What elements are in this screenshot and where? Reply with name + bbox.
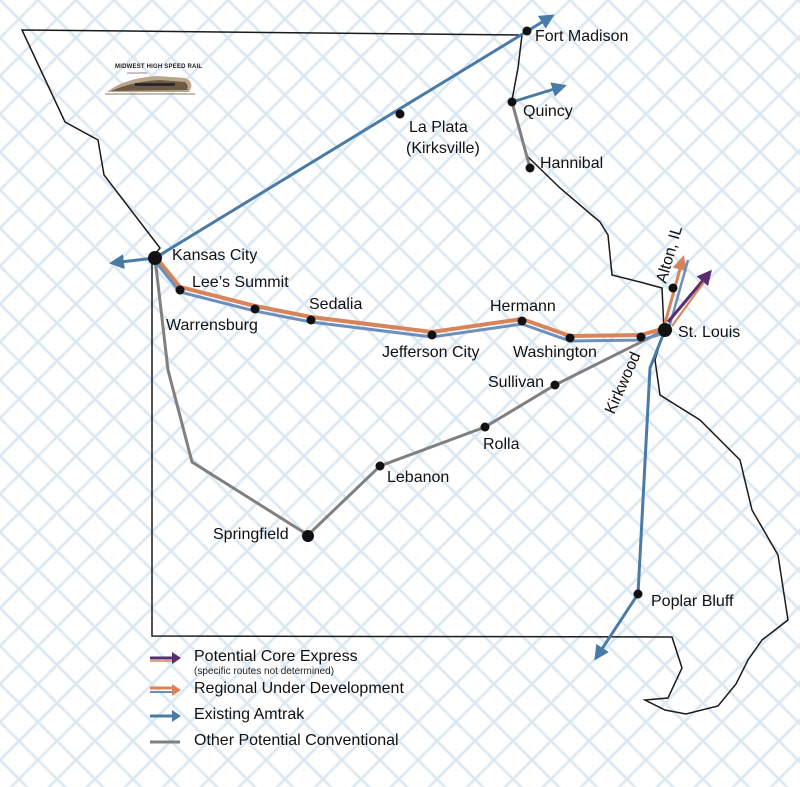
logo-title: MIDWEST HIGH SPEED RAIL bbox=[115, 64, 203, 70]
city-dot-st-louis bbox=[658, 323, 672, 337]
legend-item-core-express: Potential Core Express (specific routes … bbox=[148, 648, 404, 680]
legend-note-core-express: (specific routes not determined) bbox=[194, 666, 335, 677]
core-express-route bbox=[666, 269, 712, 323]
city-dot-washington bbox=[565, 333, 575, 343]
conventional-route-kc-springfield bbox=[153, 257, 309, 537]
amtrak-route-poplar-bluff bbox=[594, 329, 667, 661]
label-washington: Washington bbox=[513, 344, 597, 361]
label-kirksville: (Kirksville) bbox=[406, 140, 480, 157]
missouri-state-border bbox=[20, 29, 789, 715]
city-dot-jefferson-city bbox=[427, 330, 437, 340]
logo-subtitle: ASSOCIATION bbox=[127, 71, 148, 75]
city-dot-sullivan bbox=[550, 380, 560, 390]
label-fort-madison: Fort Madison bbox=[535, 28, 628, 45]
map-legend: Potential Core Express (specific routes … bbox=[148, 648, 404, 758]
city-dot-lees-summit bbox=[175, 285, 185, 295]
legend-item-regional: Regional Under Development bbox=[148, 680, 404, 706]
amtrak-route-kc-west bbox=[109, 254, 156, 270]
label-alton: Alton, IL bbox=[654, 224, 687, 285]
city-dot-fort-madison bbox=[522, 26, 532, 36]
city-dot-hannibal bbox=[525, 163, 535, 173]
orange-arrow-icon bbox=[150, 684, 181, 696]
label-hannibal: Hannibal bbox=[540, 155, 603, 172]
label-springfield: Springfield bbox=[213, 526, 289, 543]
city-dot-hermann bbox=[517, 316, 527, 326]
legend-label-core-express: Potential Core Express bbox=[194, 648, 358, 665]
city-dot-lebanon bbox=[375, 461, 385, 471]
label-sullivan: Sullivan bbox=[488, 374, 544, 391]
city-dot-rolla bbox=[480, 422, 490, 432]
label-quincy: Quincy bbox=[523, 103, 573, 120]
legend-label-amtrak: Existing Amtrak bbox=[194, 706, 305, 723]
label-st-louis: St. Louis bbox=[678, 324, 740, 341]
amtrak-route-fort-madison bbox=[154, 14, 555, 260]
label-sedalia: Sedalia bbox=[309, 296, 362, 313]
city-dot-sedalia bbox=[306, 315, 316, 325]
label-warrensburg: Warrensburg bbox=[166, 317, 258, 334]
purple-arrow-icon bbox=[150, 652, 181, 664]
label-jefferson-city: Jefferson City bbox=[382, 344, 480, 361]
legend-label-regional: Regional Under Development bbox=[194, 680, 404, 697]
city-dot-poplar-bluff bbox=[633, 589, 643, 599]
label-lees-summit: Lee’s Summit bbox=[192, 274, 289, 291]
label-lebanon: Lebanon bbox=[387, 469, 449, 486]
label-rolla: Rolla bbox=[483, 436, 520, 453]
conventional-route-springfield-stl bbox=[306, 328, 666, 537]
label-la-plata: La Plata bbox=[409, 119, 468, 136]
legend-label-conventional: Other Potential Conventional bbox=[194, 732, 399, 749]
legend-item-conventional: Other Potential Conventional bbox=[148, 732, 404, 758]
amtrak-route-quincy bbox=[511, 82, 567, 104]
city-dot-kirkwood bbox=[636, 332, 646, 342]
gray-line-icon bbox=[150, 740, 180, 744]
midwest-high-speed-rail-logo: MIDWEST HIGH SPEED RAIL ASSOCIATION bbox=[105, 58, 202, 98]
blue-arrow-icon bbox=[150, 710, 181, 722]
train-icon bbox=[105, 76, 195, 95]
core-express-route-2 bbox=[671, 281, 705, 327]
label-hermann: Hermann bbox=[490, 298, 556, 315]
city-dot-alton bbox=[668, 283, 678, 293]
city-dot-quincy bbox=[507, 97, 517, 107]
city-dot-springfield bbox=[302, 530, 314, 542]
regional-route-alton-orange bbox=[662, 255, 688, 328]
city-dot-kansas-city bbox=[148, 251, 162, 265]
label-poplar-bluff: Poplar Bluff bbox=[651, 593, 734, 610]
conventional-route-quincy-hannibal bbox=[510, 101, 532, 169]
legend-item-amtrak: Existing Amtrak bbox=[148, 706, 404, 732]
label-kansas-city: Kansas City bbox=[172, 247, 257, 264]
city-dot-la-plata bbox=[395, 109, 405, 119]
city-dot-warrensburg bbox=[250, 304, 260, 314]
